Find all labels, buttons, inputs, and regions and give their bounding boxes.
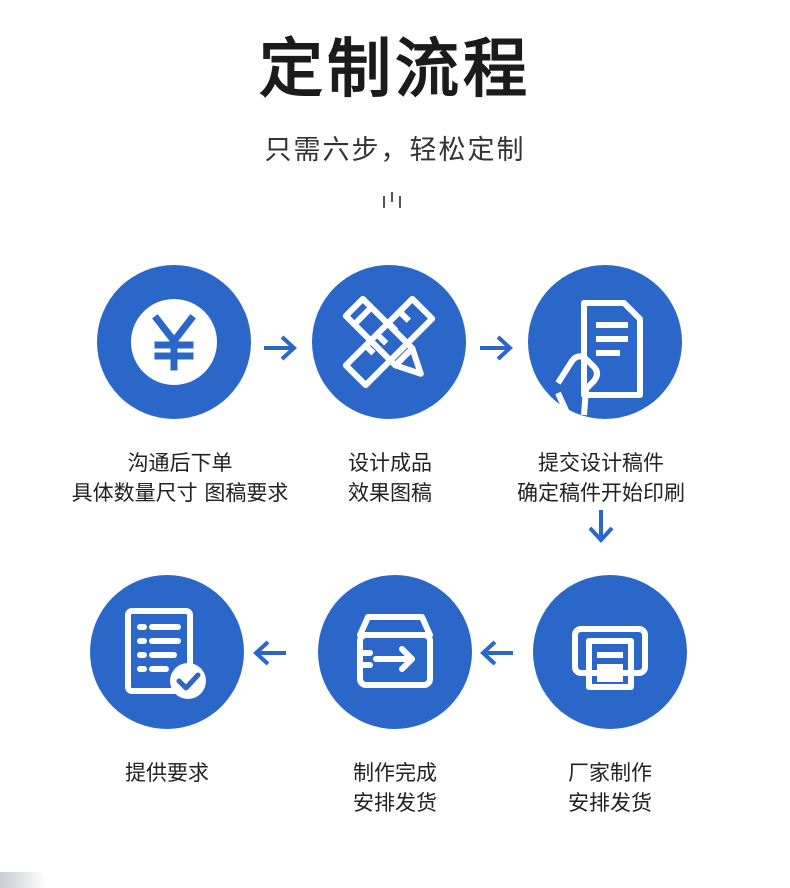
step-4-title: 厂家制作 <box>568 761 652 785</box>
step-6-label: 提供要求 <box>27 758 307 788</box>
step-1-title: 沟通后下单 <box>127 451 233 475</box>
step-2-label: 设计成品 效果图稿 <box>250 448 530 508</box>
divider-tick-icon <box>383 192 401 208</box>
arrow-down-icon <box>588 510 614 543</box>
step-1-circle <box>97 265 251 419</box>
step-1-label: 沟通后下单 具体数量尺寸 图稿要求 <box>40 448 320 508</box>
step-5-title: 制作完成 <box>353 761 437 785</box>
checklist-icon <box>125 608 206 699</box>
step-1-detail: 具体数量尺寸 图稿要求 <box>71 481 289 505</box>
step-5-detail: 安排发货 <box>353 791 437 815</box>
arrow-left-icon <box>480 640 513 666</box>
box-shipping-icon <box>357 614 433 688</box>
step-2-detail: 效果图稿 <box>348 481 432 505</box>
arrow-right-icon <box>264 335 297 361</box>
step-6-title: 提供要求 <box>125 761 209 785</box>
page-title: 定制流程 <box>259 33 531 107</box>
yen-coin-icon <box>131 299 217 385</box>
step-3-circle <box>528 265 682 419</box>
step-6-circle <box>90 575 244 729</box>
step-2-circle <box>312 265 466 419</box>
page-subtitle: 只需六步，轻松定制 <box>264 135 526 166</box>
arrow-left-icon <box>253 640 286 666</box>
step-4-circle <box>533 575 687 729</box>
step-3-detail: 确定稿件开始印刷 <box>517 481 685 505</box>
pencil-ruler-icon <box>342 295 436 389</box>
step-3-label: 提交设计稿件 确定稿件开始印刷 <box>461 448 741 508</box>
step-4-label: 厂家制作 安排发货 <box>470 758 750 818</box>
step-5-circle <box>318 575 472 729</box>
printer-icon <box>572 626 648 690</box>
step-4-detail: 安排发货 <box>568 791 652 815</box>
arrow-right-icon <box>480 335 513 361</box>
step-3-title: 提交设计稿件 <box>538 451 664 475</box>
step-2-title: 设计成品 <box>348 451 432 475</box>
step-5-label: 制作完成 安排发货 <box>255 758 535 818</box>
corner-decoration <box>0 872 46 888</box>
hand-document-icon <box>555 300 643 417</box>
